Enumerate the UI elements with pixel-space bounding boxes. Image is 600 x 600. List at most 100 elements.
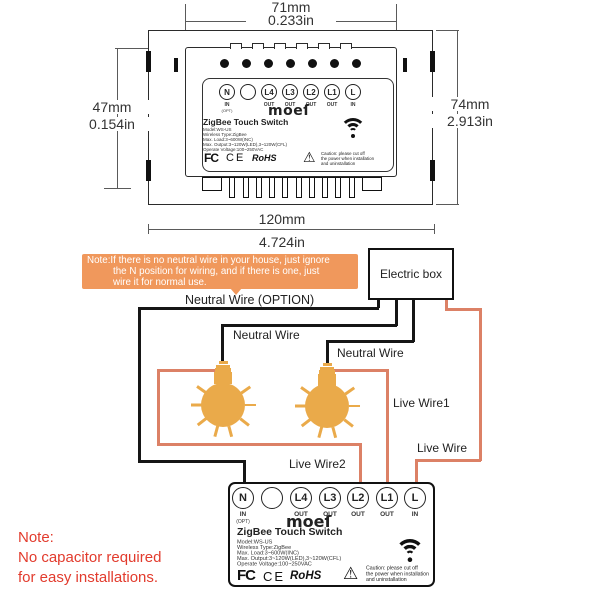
bulb-ray (213, 425, 219, 437)
mounting-clip (430, 51, 435, 72)
bulb-ray (227, 425, 233, 437)
terminal-sub-label: OUT (294, 511, 308, 518)
neutral-wire-segment (395, 300, 398, 326)
dimension-tick (148, 224, 150, 234)
live-wire-segment (445, 308, 481, 311)
fcc-logo: FC (204, 151, 219, 165)
terminal-sub-label: IN (350, 102, 356, 108)
live-wire-segment (157, 369, 217, 372)
bulb-ray (317, 426, 323, 438)
terminal-screw-row (220, 59, 361, 68)
terminal-l4: L4 (290, 487, 312, 509)
note-line: Note:If there is no neutral wire in your… (87, 255, 330, 266)
dimension-extension-line (115, 48, 175, 50)
terminal-l: L (345, 84, 361, 100)
neutral-wire-segment (326, 340, 414, 343)
terminal-sub-label: IN (224, 102, 230, 108)
spec-line: Max. Output:3~120W(LED),3~120W(CFL) (237, 555, 342, 562)
live-wire-segment (415, 459, 481, 462)
neutral-wire-segment (326, 340, 329, 364)
dimension-left-mm: 47mm (62, 100, 162, 114)
spec-line: Wireless Type:ZigBee (237, 543, 292, 551)
live-wire-segment (331, 369, 388, 372)
note-line: wire it for normal use. (113, 276, 207, 288)
dimension-line (148, 229, 435, 231)
live-wire-segment (157, 443, 361, 446)
neutral-wire-segment (243, 460, 246, 484)
ce-logo: CE (226, 152, 246, 164)
bulb-globe (305, 384, 349, 428)
live-wire-segment (415, 459, 418, 484)
dimension-extension-line (396, 4, 398, 47)
dimension-top-in: 0.233in (246, 13, 336, 27)
terminal-l: L (404, 487, 426, 509)
spec-line: Max. Load:3~600W(INC) (237, 549, 299, 556)
bulb-base (215, 368, 231, 372)
spec-line: Model:WS-US (203, 127, 232, 132)
dimension-right-mm: 74mm (420, 97, 520, 111)
terminal-sub-label: OUT (305, 102, 317, 108)
dimension-extension-line (185, 4, 187, 47)
terminal-sub-label: OUT (380, 511, 394, 518)
terminal-l1: L1 (376, 487, 398, 509)
label-neutral-wire-2: Neutral Wire (337, 346, 404, 360)
label-live-wire-1: Live Wire1 (393, 396, 450, 410)
bulb-globe (201, 383, 245, 427)
note-line: the N position for wiring, and if there … (113, 265, 320, 277)
terminal-sub-label: OUT (323, 511, 337, 518)
note-line: for easy installations. (18, 569, 159, 586)
bulb-ray (190, 403, 202, 407)
terminal-n: N (232, 487, 254, 509)
label-neutral-wire-1: Neutral Wire (233, 328, 300, 342)
dimension-tick (104, 188, 131, 190)
bulb-base (218, 361, 228, 364)
live-wire-segment (386, 369, 389, 484)
ce-logo: CE (263, 569, 286, 584)
terminal-l2: L2 (303, 84, 319, 100)
mounting-clip (146, 51, 151, 72)
bulb-base (322, 363, 332, 366)
neutral-wire-segment (412, 300, 415, 342)
neutral-note-bubble: Note:If there is no neutral wire in your… (82, 254, 358, 289)
bulb-ray (343, 418, 354, 427)
module-clip (174, 58, 178, 72)
installation-note: Note: No capacitor required for easy ins… (18, 528, 161, 588)
neutral-wire-segment (138, 460, 245, 463)
rohs-logo: RoHS (252, 153, 277, 163)
device-name: ZigBee Touch Switch (203, 117, 289, 127)
terminal-l4: L4 (261, 84, 277, 100)
spec-line: Model:WS-US (237, 538, 273, 545)
note-line: No capacitor required (18, 549, 162, 566)
dimension-bottom-in: 4.724in (232, 235, 332, 249)
dimension-bottom-mm: 120mm (232, 212, 332, 226)
caution-text: Caution: please cut off the power when i… (321, 151, 375, 166)
device-specs: Model:WS-US Wireless Type:ZigBee Max. Lo… (203, 127, 393, 152)
vent-notch-row (230, 43, 352, 49)
live-wire-segment (157, 369, 160, 445)
terminal-sub-label: OUT (284, 102, 296, 108)
terminal-l1: L1 (324, 84, 340, 100)
wifi-icon (395, 539, 425, 563)
dimension-tick (436, 30, 459, 32)
bulb-base (318, 374, 336, 386)
caution-text: Caution: please cut off the power when i… (366, 565, 429, 583)
terminal-opt-label: (OPT) (236, 519, 250, 525)
terminal-sub-label: IN (411, 511, 419, 518)
wifi-icon (340, 118, 366, 139)
spec-line: Max. Load:3~600W(INC) (203, 137, 253, 142)
live-wire-segment (359, 443, 362, 484)
caution-triangle-icon: ⚠ (303, 149, 316, 165)
terminal-sub-label: OUT (351, 511, 365, 518)
neutral-wire-segment (377, 300, 380, 308)
mounting-clip (146, 160, 151, 181)
bulb-ray (331, 426, 337, 438)
live-wire-segment (445, 300, 448, 310)
live-wire-segment (479, 308, 482, 461)
brand-logo: moeſ (286, 512, 332, 531)
dimension-tick (434, 224, 436, 234)
caution-triangle-icon: ⚠ (343, 564, 359, 583)
label-neutral-wire-option: Neutral Wire (OPTION) (185, 293, 315, 307)
spec-line: Operate Voltage:100~250VAC (237, 560, 312, 567)
terminal-blank (240, 84, 256, 100)
bulb-ray (239, 417, 250, 426)
